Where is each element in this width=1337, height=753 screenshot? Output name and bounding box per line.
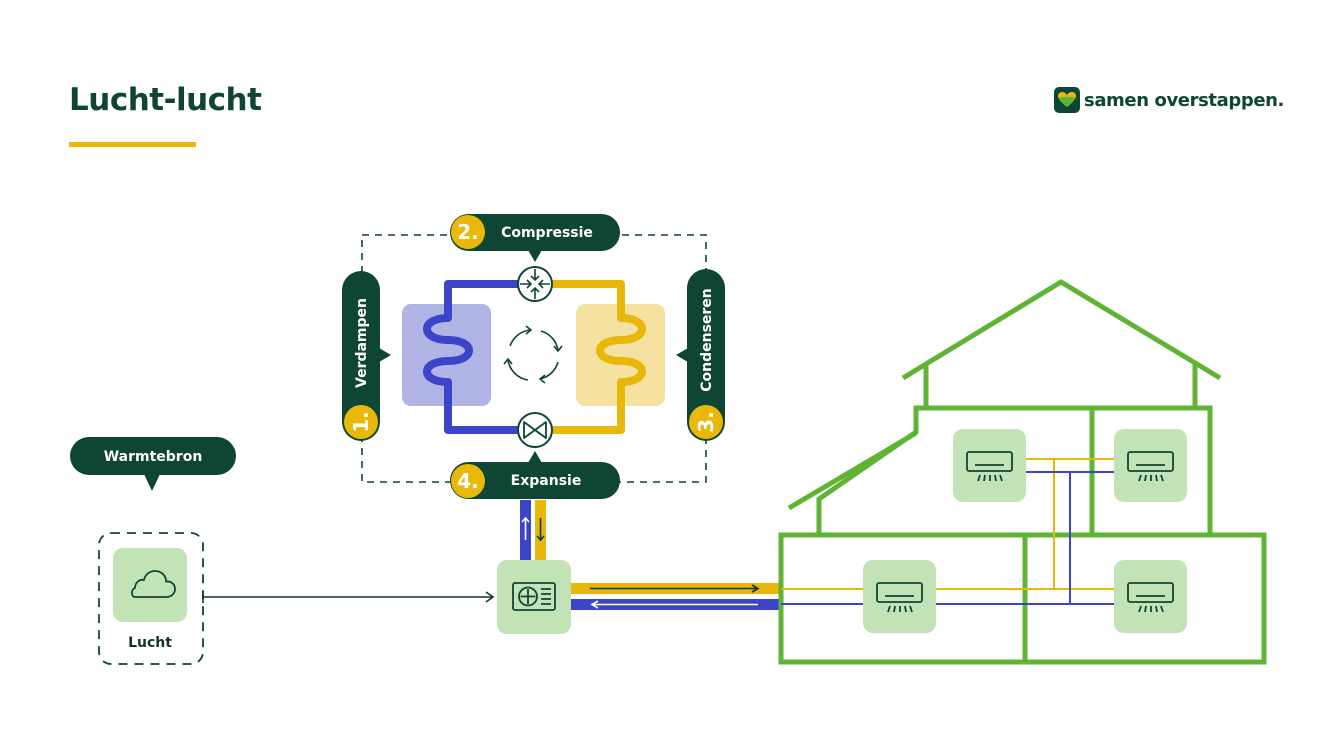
step-4-label: Expansie (511, 473, 582, 489)
cloud-icon (131, 570, 176, 598)
supply-flow-arrow (590, 584, 760, 593)
heat-source-heading: Warmtebron (104, 449, 203, 465)
logo-text: samen overstappen. (1084, 89, 1284, 111)
outdoor-unit-icon (512, 582, 556, 611)
step-1-verdampen: 1. Verdampen (342, 271, 391, 441)
step-3-number: 3. (694, 411, 718, 433)
step-3-label: Condenseren (699, 288, 715, 392)
airco-unit-top-right (1114, 429, 1187, 502)
step-4-number: 4. (457, 469, 479, 493)
pipe-up-arrow (521, 516, 530, 540)
logo-heart-icon (1054, 87, 1080, 113)
title-underline (69, 142, 196, 147)
airco-unit-bottom-left (863, 560, 936, 633)
airco-unit-icon (966, 451, 1013, 482)
condenser-pipe (531, 280, 646, 434)
step-2-compressie: 2. Compressie (450, 214, 620, 262)
air-source-label: Lucht (128, 635, 172, 651)
house-outline (778, 279, 1267, 665)
cycle-arrows-icon (503, 325, 563, 384)
compressor-icon (517, 266, 553, 302)
evaporator-pipe (423, 280, 539, 434)
step-4-expansie: 4. Expansie (450, 451, 620, 499)
brand-logo: samen overstappen. (1054, 87, 1284, 113)
airco-unit-top-left (953, 429, 1026, 502)
airco-unit-icon (1127, 582, 1174, 613)
step-2-number: 2. (457, 220, 479, 244)
return-flow-arrow (590, 600, 758, 609)
airco-unit-bottom-right (1114, 560, 1187, 633)
expansion-valve-icon (517, 412, 553, 448)
indoor-pipes (781, 458, 1116, 605)
source-to-unit-arrow (202, 591, 495, 603)
step-2-label: Compressie (501, 225, 593, 241)
airco-unit-icon (1127, 451, 1174, 482)
heat-source-callout: Warmtebron (70, 437, 236, 491)
step-3-condenseren: 3. Condenseren (676, 269, 725, 441)
pipe-down-arrow (536, 518, 545, 542)
airco-unit-icon (876, 582, 923, 613)
step-1-number: 1. (349, 411, 373, 433)
air-source-tile (113, 548, 187, 622)
step-1-label: Verdampen (354, 298, 370, 388)
page-title: Lucht-lucht (69, 82, 262, 118)
